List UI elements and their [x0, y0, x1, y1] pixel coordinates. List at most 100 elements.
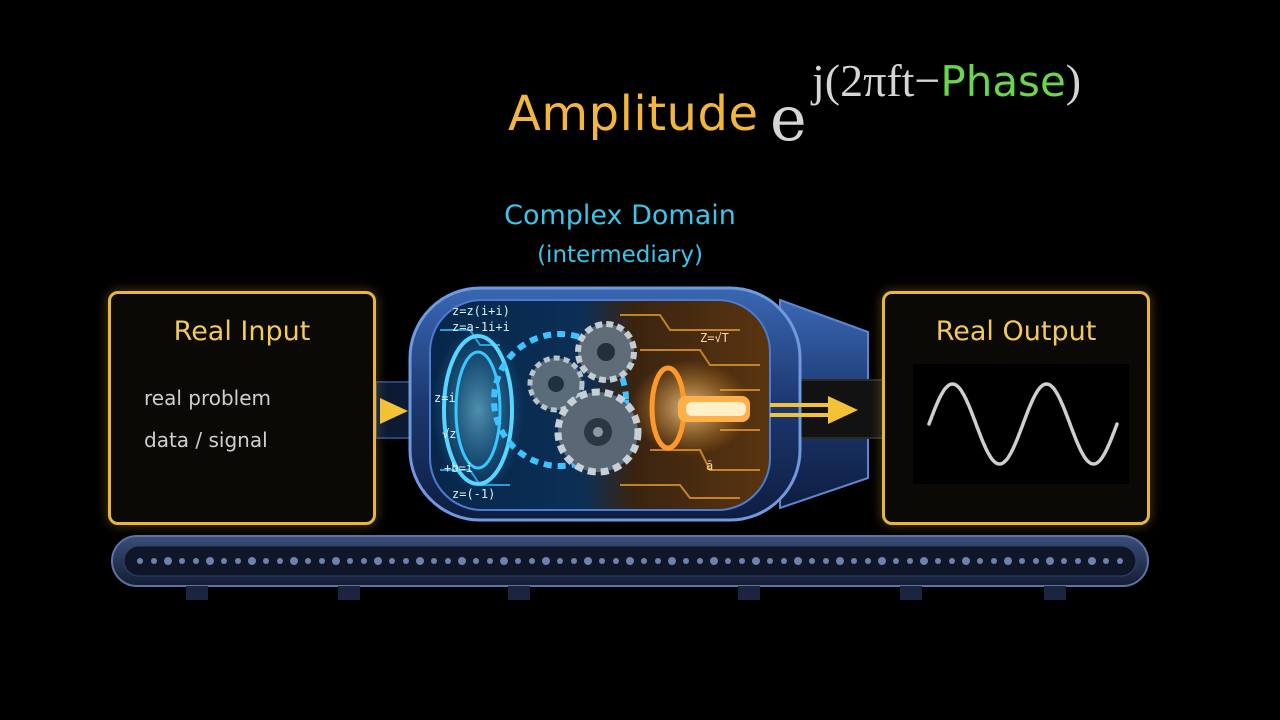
belt-roller [361, 558, 367, 564]
exponent: j(2πft−Phase) [812, 58, 1081, 104]
belt-roller [458, 557, 466, 565]
complex-domain-subtitle: (intermediary) [537, 242, 703, 268]
belt-roller [599, 558, 605, 564]
real-output-box: Real Output [882, 291, 1150, 525]
belt-roller [697, 558, 703, 564]
belt-roller [263, 558, 269, 564]
equation-5: +b=i [444, 461, 473, 475]
belt-roller [962, 557, 970, 565]
belt-roller [878, 557, 886, 565]
belt-roller [473, 558, 479, 564]
belt-roller [319, 558, 325, 564]
belt-roller [248, 557, 256, 565]
belt-roller [403, 558, 409, 564]
equation-8: ā [706, 459, 713, 473]
belt-roller [836, 557, 844, 565]
belt-roller [164, 557, 172, 565]
belt-roller [613, 558, 619, 564]
real-input-title: Real Input [173, 316, 311, 347]
equation-2: z=a-1i+i [452, 320, 510, 334]
belt-roller [752, 557, 760, 565]
belt-roller [907, 558, 913, 564]
belt-roller [655, 558, 661, 564]
belt-roller [1088, 557, 1096, 565]
complex-domain-title: Complex Domain [504, 200, 736, 231]
belt-roller [571, 558, 577, 564]
real-input-line2: data / signal [144, 428, 268, 452]
belt-roller [710, 557, 718, 565]
belt-roller [221, 558, 227, 564]
belt-roller [500, 557, 508, 565]
belt-roller [305, 558, 311, 564]
belt-roller [557, 558, 563, 564]
belt-roller [865, 558, 871, 564]
belt-roller [1117, 558, 1123, 564]
exponent-prefix: j(2πft− [812, 55, 941, 106]
belt-roller [584, 557, 592, 565]
output-arrow-icon [770, 396, 858, 424]
real-output-title: Real Output [935, 316, 1097, 347]
belt-roller [935, 558, 941, 564]
real-input-line1: real problem [144, 386, 272, 410]
belt-roller [529, 558, 535, 564]
belt-roller [977, 558, 983, 564]
belt-roller [179, 558, 185, 564]
belt-roller [431, 558, 437, 564]
belt-roller [389, 558, 395, 564]
belt-roller [851, 558, 857, 564]
belt-roller [332, 557, 340, 565]
belt-roller [137, 558, 143, 564]
belt-roller [626, 557, 634, 565]
belt-roller [1061, 558, 1067, 564]
belt-roller [767, 558, 773, 564]
gears-icon [491, 321, 642, 476]
belt-roller [151, 558, 157, 564]
amplitude-term: Amplitude [508, 86, 759, 142]
belt-roller [683, 558, 689, 564]
belt-roller [725, 558, 731, 564]
belt-roller [823, 558, 829, 564]
formula: Amplitude e j(2πft−Phase) [0, 0, 1280, 160]
belt-roller [487, 558, 493, 564]
belt-roller [781, 558, 787, 564]
real-input-box: Real Input real problem data / signal [108, 291, 376, 525]
equation-4: √z [442, 427, 456, 441]
exponent-suffix: ) [1065, 55, 1082, 106]
belt-roller [949, 558, 955, 564]
belt-roller [235, 558, 241, 564]
complex-domain-machine: z=z(i+i) z=a-1i+i z=i √z +b=i z=(-1) Z=√… [408, 286, 802, 522]
belt-roller [920, 557, 928, 565]
belt-roller [1019, 558, 1025, 564]
belt-roller [1075, 558, 1081, 564]
belt-roller [991, 558, 997, 564]
belt-roller [515, 558, 521, 564]
belt-roller [277, 558, 283, 564]
belt-roller [416, 557, 424, 565]
equation-6: z=(-1) [452, 487, 495, 501]
belt-roller [1103, 558, 1109, 564]
belt-roller [809, 558, 815, 564]
belt-roller [1033, 558, 1039, 564]
belt-roller [206, 557, 214, 565]
belt-roller [193, 558, 199, 564]
belt-roller [1046, 557, 1054, 565]
belt-roller [1004, 557, 1012, 565]
belt-roller [794, 557, 802, 565]
belt-roller [347, 558, 353, 564]
equation-1: z=z(i+i) [452, 304, 510, 318]
belt-roller [542, 557, 550, 565]
euler-base: e [770, 82, 807, 155]
belt-roller [290, 557, 298, 565]
belt-roller [893, 558, 899, 564]
equation-7: Z=√T [700, 331, 729, 345]
conveyor-belt-icon [111, 535, 1149, 600]
belt-roller [739, 558, 745, 564]
belt-roller [445, 558, 451, 564]
belt-roller [374, 557, 382, 565]
phase-term: Phase [940, 57, 1066, 106]
equation-3: z=i [434, 391, 456, 405]
belt-roller [641, 558, 647, 564]
sine-wave-icon [913, 364, 1129, 484]
belt-roller [668, 557, 676, 565]
